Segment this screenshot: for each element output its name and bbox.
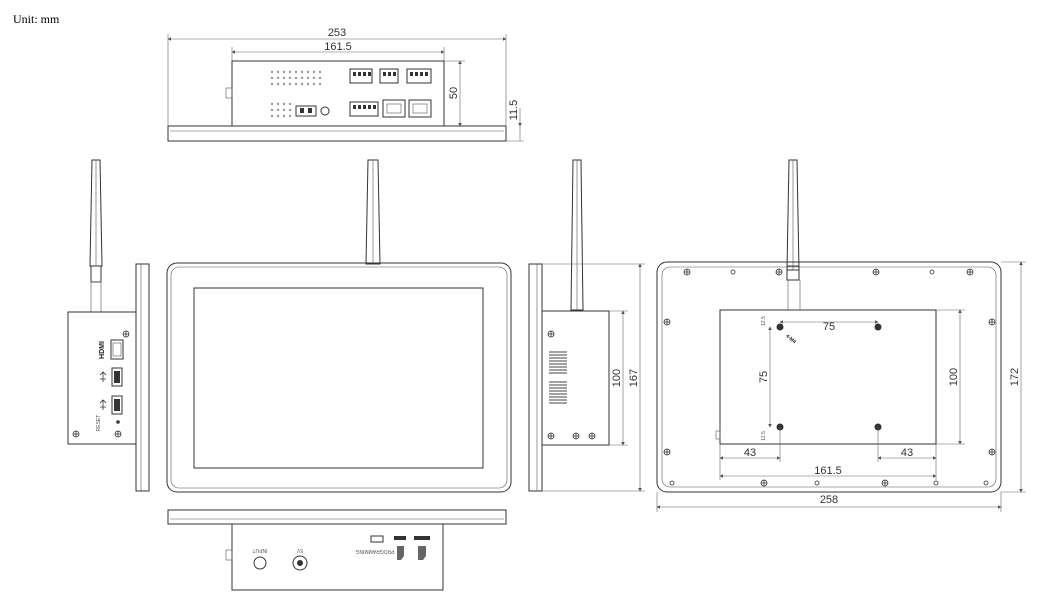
dc-label: 5V — [296, 547, 303, 553]
screw-icon — [72, 330, 130, 438]
hdmi-label: HDMI — [99, 341, 106, 359]
dim-top-bezel-height: 11.5 — [508, 100, 520, 121]
front-bezel — [166, 262, 512, 493]
bottom-body — [231, 523, 444, 591]
power-connector — [295, 105, 317, 117]
right-side-view: 100 167 — [528, 159, 645, 492]
top-bezel — [167, 125, 507, 142]
antenna-front — [365, 159, 381, 265]
dim-top-overall-width: 253 — [328, 27, 346, 39]
hdmi-port — [110, 339, 124, 360]
right-body — [541, 310, 610, 446]
dim-rear-offset-right: 43 — [901, 447, 913, 459]
vent-grille — [549, 351, 567, 404]
dim-rear-overall-width: 258 — [820, 494, 838, 506]
top-body — [231, 60, 445, 127]
rj45-port-1 — [382, 99, 406, 118]
power-input-label: INPUT — [253, 547, 268, 553]
usb-port-2 — [111, 395, 123, 415]
top-view: 253 161.5 50 11.5 — [167, 27, 524, 142]
rear-view: 75 75 12.5 12.5 4-M4 100 172 43 43 161.5… — [656, 159, 1026, 512]
frame-holes — [669, 269, 989, 486]
unit-label: Unit: mm — [13, 12, 60, 26]
screw-icon — [547, 330, 596, 440]
rear-mount-box — [719, 309, 937, 445]
card-slot-2 — [418, 546, 426, 560]
power-input-port — [253, 556, 267, 570]
left-side-view: HDMI RESET — [67, 159, 150, 492]
dim-hole-offset-bottom: 12.5 — [761, 431, 767, 441]
dc-jack — [292, 555, 308, 571]
screw-icon — [663, 268, 996, 487]
programming-label: PROGRAMMING — [355, 548, 394, 554]
reset-button — [116, 420, 120, 424]
dim-top-body-width: 161.5 — [324, 41, 352, 53]
slot-1 — [394, 536, 406, 540]
indicator-grid — [270, 70, 322, 118]
dim-hole-offset-top: 12.5 — [761, 316, 767, 326]
display-screen — [193, 287, 484, 469]
dim-vesa-horizontal: 75 — [823, 321, 835, 333]
dim-rear-box-width: 161.5 — [814, 465, 842, 477]
rear-frame — [656, 261, 1002, 493]
hole-note: 4-M4 — [784, 333, 797, 345]
screw-terminal — [320, 106, 330, 116]
usb-icon — [99, 371, 107, 410]
dim-side-inner: 100 — [611, 369, 623, 387]
bottom-bezel — [167, 509, 507, 525]
dim-rear-offset-left: 43 — [744, 447, 756, 459]
antenna-left — [89, 159, 103, 267]
slot-2 — [414, 536, 430, 540]
dim-side-outer: 167 — [628, 369, 640, 387]
reset-label: RESET — [96, 415, 102, 432]
usb-port-1 — [111, 367, 123, 387]
left-body — [67, 311, 137, 445]
bottom-view: INPUT 5V PROGRAMMING — [167, 509, 507, 591]
dim-top-body-height: 50 — [448, 87, 460, 99]
card-slot-1 — [397, 546, 404, 560]
vesa-hole — [776, 323, 882, 431]
dim-rear-box-vertical: 100 — [948, 368, 960, 386]
terminal-blocks — [349, 68, 432, 117]
dim-vesa-vertical: 75 — [758, 371, 770, 383]
antenna-right — [570, 159, 584, 311]
dim-rear-overall-height: 172 — [1009, 368, 1021, 386]
rj45-port-2 — [408, 99, 432, 118]
front-view — [166, 159, 512, 493]
micro-usb-port — [370, 535, 384, 543]
